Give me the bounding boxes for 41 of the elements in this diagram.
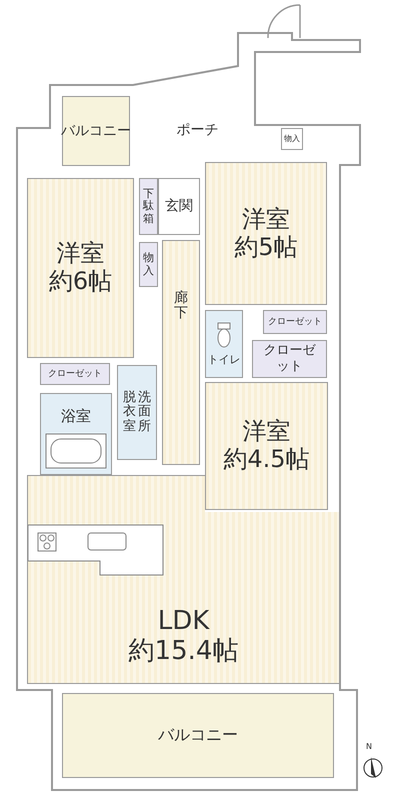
room-name: トイレ [208, 354, 240, 366]
room-name: 浴室 [61, 408, 91, 426]
wet-room-floor [117, 365, 157, 460]
storage-box [263, 310, 327, 334]
room-name: クローゼット [268, 316, 322, 328]
storage-box [139, 242, 158, 287]
room-name: 洋室 [242, 206, 290, 234]
room-name: 洗面所 [138, 391, 151, 434]
area-label: 約4.5帖 [223, 446, 310, 474]
room-floor [162, 240, 200, 465]
room-name: 洋室 [242, 418, 290, 446]
room-floor [205, 382, 328, 510]
wet-room-floor [40, 393, 112, 475]
room-name: クローゼット [48, 368, 102, 380]
storage-box [252, 340, 327, 378]
room-name: 物入 [284, 134, 300, 144]
room-floor [205, 162, 327, 305]
storage-box [40, 363, 110, 385]
room-name: 洋室 [56, 240, 104, 268]
balcony-floor [62, 693, 334, 778]
floor-area [281, 128, 303, 150]
room-name: バルコニー [158, 726, 238, 745]
room-name: バルコニー [61, 122, 131, 140]
room-name: 下駄箱 [143, 188, 154, 225]
room-floor [27, 475, 340, 684]
room-name: 物入 [143, 252, 154, 277]
area-label: 約5帖 [234, 234, 298, 262]
compass-letter: N [366, 742, 372, 751]
room-name: LDK [158, 607, 210, 637]
area-label: 約15.4帖 [128, 637, 238, 667]
room-name: クローゼット [264, 343, 316, 375]
wet-room-floor [205, 310, 243, 378]
balcony-floor [62, 96, 130, 166]
room-name: 玄関 [165, 198, 193, 215]
area-label: 約6帖 [48, 268, 112, 296]
room-name: ポーチ [176, 122, 218, 138]
storage-box [139, 178, 158, 235]
floor-area [158, 178, 200, 235]
room-name: 脱衣室 [123, 391, 136, 434]
room-floor [27, 178, 134, 358]
room-name: 廊下 [174, 291, 188, 322]
